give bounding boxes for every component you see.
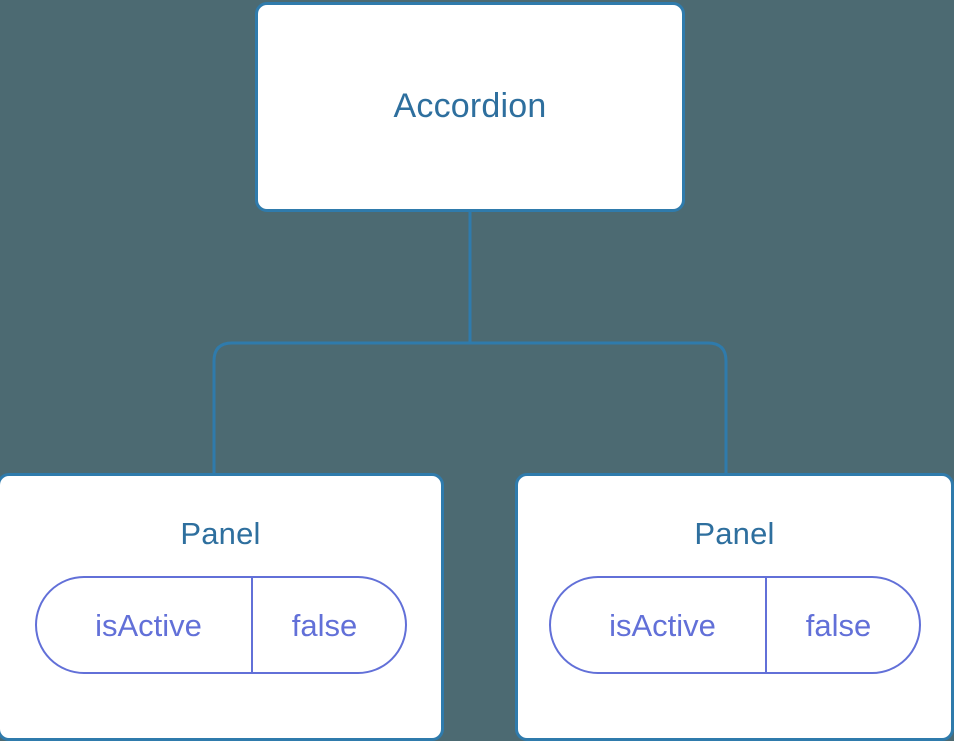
prop-key-isactive: isActive — [95, 607, 202, 643]
node-panel-right[interactable]: Panel isActive false — [515, 473, 954, 741]
node-accordion[interactable]: Accordion — [255, 2, 685, 212]
node-panel-left-title: Panel — [180, 516, 261, 551]
edge-branch-bar — [212, 341, 728, 474]
node-panel-right-prop[interactable]: isActive false — [548, 576, 921, 675]
prop-value-isactive: false — [250, 578, 405, 673]
prop-key-isactive: isActive — [609, 607, 716, 643]
node-panel-right-title: Panel — [694, 516, 775, 551]
node-panel-left[interactable]: Panel isActive false — [0, 473, 444, 741]
node-accordion-title: Accordion — [393, 87, 547, 126]
prop-value-isactive: false — [764, 578, 919, 673]
node-panel-left-prop[interactable]: isActive false — [34, 576, 407, 675]
